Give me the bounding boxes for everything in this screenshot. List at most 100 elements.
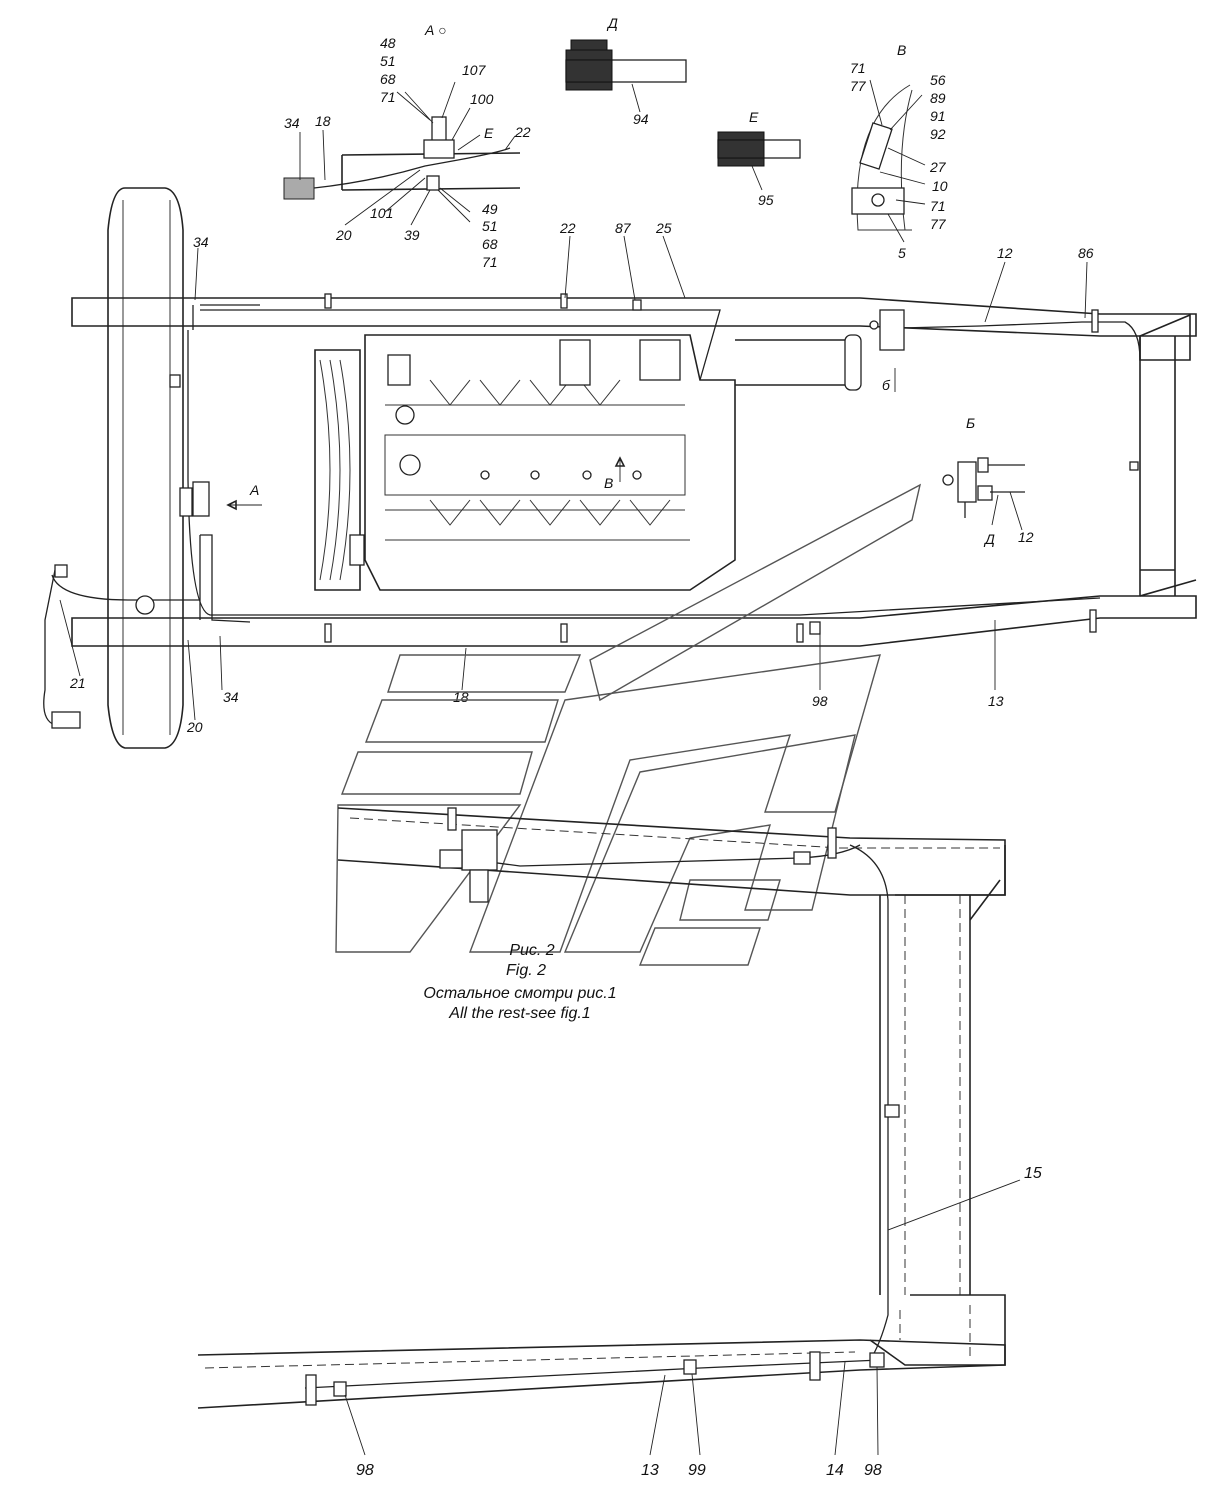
view-v-detail: В 71 77 56 89 91 92 27 10 71 77 5 [850, 42, 948, 261]
view-b-port-top [977, 457, 989, 473]
pipe-12 [899, 321, 1141, 361]
lower-upper-rail [337, 807, 1006, 896]
figure-caption: Рис. 2 Fig. 2 Остальное смотри рис.1 All… [423, 942, 616, 1022]
lower-clamp-2 [827, 827, 837, 859]
pipe-21 [43, 569, 56, 726]
view-v-label-77b: 77 [930, 216, 947, 232]
main-label-86: 86 [1078, 245, 1094, 261]
view-v-cylinder [859, 122, 893, 170]
clamp-6 [1089, 609, 1097, 633]
caption-en: Fig. 2 [506, 962, 546, 979]
lower-label-99: 99 [688, 1462, 706, 1479]
view-e-label-95: 95 [758, 192, 774, 208]
view-a-label-39: 39 [404, 227, 420, 243]
lower-label-13: 13 [641, 1462, 659, 1479]
main-label-13: 13 [988, 693, 1004, 709]
fitting-98b [869, 1352, 885, 1368]
air-intake-end [844, 334, 862, 391]
view-a-valve-top [431, 116, 447, 142]
pipe-20 [51, 574, 200, 601]
view-a-detail: А ○ 48 51 68 71 107 100 Е 22 34 18 20 10… [283, 22, 531, 270]
view-a-valve-body [423, 139, 455, 159]
fitting-21-top [54, 564, 68, 578]
view-a-label-101: 101 [370, 205, 393, 221]
clamp-8 [169, 374, 181, 388]
view-a-label-20: 20 [335, 227, 352, 243]
engine-bolt-3 [582, 470, 592, 480]
view-b-valve [957, 461, 977, 503]
clamp-3 [324, 623, 332, 643]
view-d-detail: Д 94 [565, 15, 687, 127]
view-a-label-18: 18 [315, 113, 331, 129]
clamp-4 [560, 623, 568, 643]
main-label-34: 34 [193, 234, 209, 250]
main-chassis-view: А В б 22 87 25 12 86 34 34 21 20 18 98 1… [43, 187, 1197, 749]
arrow-v-head [614, 456, 626, 467]
view-a-label-68b: 68 [482, 236, 498, 252]
view-v-label-27: 27 [929, 159, 947, 175]
view-v-label-10: 10 [932, 178, 948, 194]
fitting-98a [333, 1381, 347, 1397]
valve-b-knob [869, 320, 879, 330]
engine-turbo [559, 339, 591, 386]
pipe-34 [192, 304, 260, 330]
engine-port [395, 405, 415, 425]
frame-crossmember [1139, 336, 1176, 596]
fitting-99 [683, 1359, 697, 1375]
view-b-label-d: Д [983, 531, 995, 547]
lower-valve-base [469, 869, 489, 903]
air-intake-pipe [735, 339, 851, 386]
lower-label-15: 15 [1024, 1165, 1042, 1182]
lower-clamp-4 [305, 1374, 317, 1406]
crossmember-gussets [1139, 313, 1197, 597]
view-a-label-107: 107 [462, 62, 487, 78]
view-b-knob [942, 474, 954, 486]
valve-b [879, 309, 905, 351]
clamp-86 [1091, 309, 1099, 333]
lower-crossmember [879, 895, 971, 1295]
lower-chassis-view: 15 98 13 99 14 98 [197, 807, 1042, 1479]
view-v-label-92: 92 [930, 126, 946, 142]
view-e-detail: Е 95 [717, 109, 801, 208]
view-b-detail: Б Д 12 [942, 415, 1034, 547]
clamp-1 [324, 293, 332, 309]
lower-label-98a: 98 [356, 1462, 374, 1479]
engine-bolt-4 [632, 470, 642, 480]
view-v-label-71b: 71 [930, 198, 946, 214]
pipe-22-25 [200, 309, 721, 381]
fitting-21-bottom [51, 711, 81, 729]
main-label-21: 21 [69, 675, 86, 691]
lower-valve [461, 829, 498, 871]
view-v-label-91: 91 [930, 108, 946, 124]
main-label-87: 87 [615, 220, 632, 236]
view-a-title: А ○ [424, 22, 447, 38]
main-label-34b: 34 [223, 689, 239, 705]
front-wheel [107, 187, 184, 749]
main-label-98: 98 [812, 693, 828, 709]
arrow-a-label: А [249, 482, 259, 498]
lower-clamp-3 [884, 1104, 900, 1118]
view-v-title: В [897, 42, 906, 58]
view-v-label-71: 71 [850, 60, 866, 76]
view-d-title: Д [606, 15, 618, 31]
caption-note-en: All the rest-see fig.1 [448, 1005, 590, 1022]
main-label-25: 25 [655, 220, 672, 236]
view-a-label-34: 34 [284, 115, 300, 131]
lower-clamp-5 [809, 1351, 821, 1381]
fitting-98 [809, 621, 821, 635]
view-a-label-e: Е [484, 125, 494, 141]
frame-right-rail [71, 595, 1197, 647]
view-b-label-12: 12 [1018, 529, 1034, 545]
view-a-label-48: 48 [380, 35, 396, 51]
wheel-fitting [135, 595, 155, 615]
view-d-fitting-thread [565, 59, 613, 83]
engine-bolt-1 [480, 470, 490, 480]
view-a-pipe [313, 147, 511, 189]
view-a-hatched-block [283, 177, 315, 200]
view-d-fitting-cap [570, 39, 608, 51]
view-b-port-bottom [977, 485, 993, 501]
view-v-label-89: 89 [930, 90, 946, 106]
lower-label-98b: 98 [864, 1462, 882, 1479]
clamp-87 [632, 299, 642, 311]
